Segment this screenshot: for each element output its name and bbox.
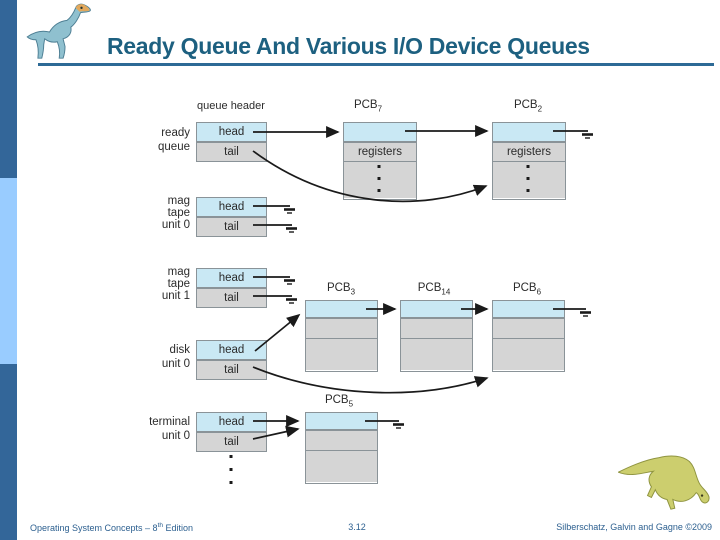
pcb-5-box (305, 412, 378, 484)
mag-tape-1-label: mag tape unit 1 (161, 266, 190, 302)
footer-book-title: Operating System Concepts – 8th Edition (30, 522, 194, 533)
queue-header-label: queue header (197, 100, 265, 112)
pcb-14-label: PCB14 (417, 282, 451, 297)
pointer-cell (344, 123, 416, 141)
sidebar-band-bottom (0, 364, 17, 540)
pointer-cell (306, 301, 377, 317)
ground-symbol (578, 311, 593, 318)
footer-authors: Silberschatz, Galvin and Gagne ©2009 (556, 522, 712, 532)
pcb-7-box: registers (343, 122, 417, 200)
pcb-3-box (305, 300, 378, 372)
disk-0-label: disk unit 0 (161, 344, 190, 370)
mag-tape-0-label: mag tape unit 0 (161, 195, 190, 231)
more-fields-cell (493, 161, 565, 198)
ground-symbol (580, 133, 595, 140)
disk-0-box: head tail (196, 340, 267, 380)
sidebar-band-middle (0, 178, 17, 364)
mag-tape-1-box: head tail (196, 268, 267, 308)
head-cell: head (197, 413, 266, 431)
pcb-2-label: PCB2 (513, 99, 543, 114)
pointer-cell (493, 301, 564, 317)
registers-cell: registers (344, 141, 416, 161)
dinosaur-grazing (618, 455, 710, 510)
slide-title: Ready Queue And Various I/O Device Queue… (107, 33, 590, 59)
pcb-6-label: PCB6 (512, 282, 542, 297)
head-cell: head (197, 123, 266, 141)
pointer-cell (493, 123, 565, 141)
title-underline (38, 63, 714, 66)
head-cell: head (197, 198, 266, 216)
terminal-0-label: terminal unit 0 (149, 416, 190, 442)
ready-queue-label: ready queue (158, 127, 190, 153)
tail-cell: tail (197, 431, 266, 451)
ground-symbol (284, 298, 299, 305)
tail-cell: tail (197, 216, 266, 236)
terminal-0-box: head tail (196, 412, 267, 452)
more-fields-cell (344, 161, 416, 198)
pcb-3-label: PCB3 (326, 282, 356, 297)
ready-queue-box: head tail (196, 122, 267, 162)
tail-cell: tail (197, 141, 266, 161)
ground-symbol (284, 227, 299, 234)
tail-cell: tail (197, 359, 266, 379)
pointer-cell (306, 413, 377, 429)
pcb-14-box (400, 300, 473, 372)
registers-cell: registers (493, 141, 565, 161)
pcb-6-box (492, 300, 565, 372)
mag-tape-0-box: head tail (196, 197, 267, 237)
tail-cell: tail (197, 287, 266, 307)
ground-symbol (391, 423, 406, 430)
pcb-7-label: PCB7 (353, 99, 383, 114)
ground-symbol (282, 279, 297, 286)
sidebar-band-top (0, 0, 17, 178)
dinosaur-logo (26, 3, 91, 59)
head-cell: head (197, 341, 266, 359)
ground-symbol (282, 208, 297, 215)
pointer-cell (401, 301, 472, 317)
ellipsis-dots (229, 165, 530, 484)
pcb-2-box: registers (492, 122, 566, 200)
head-cell: head (197, 269, 266, 287)
pcb-5-label: PCB5 (324, 394, 354, 409)
page-number: 3.12 (348, 522, 366, 532)
